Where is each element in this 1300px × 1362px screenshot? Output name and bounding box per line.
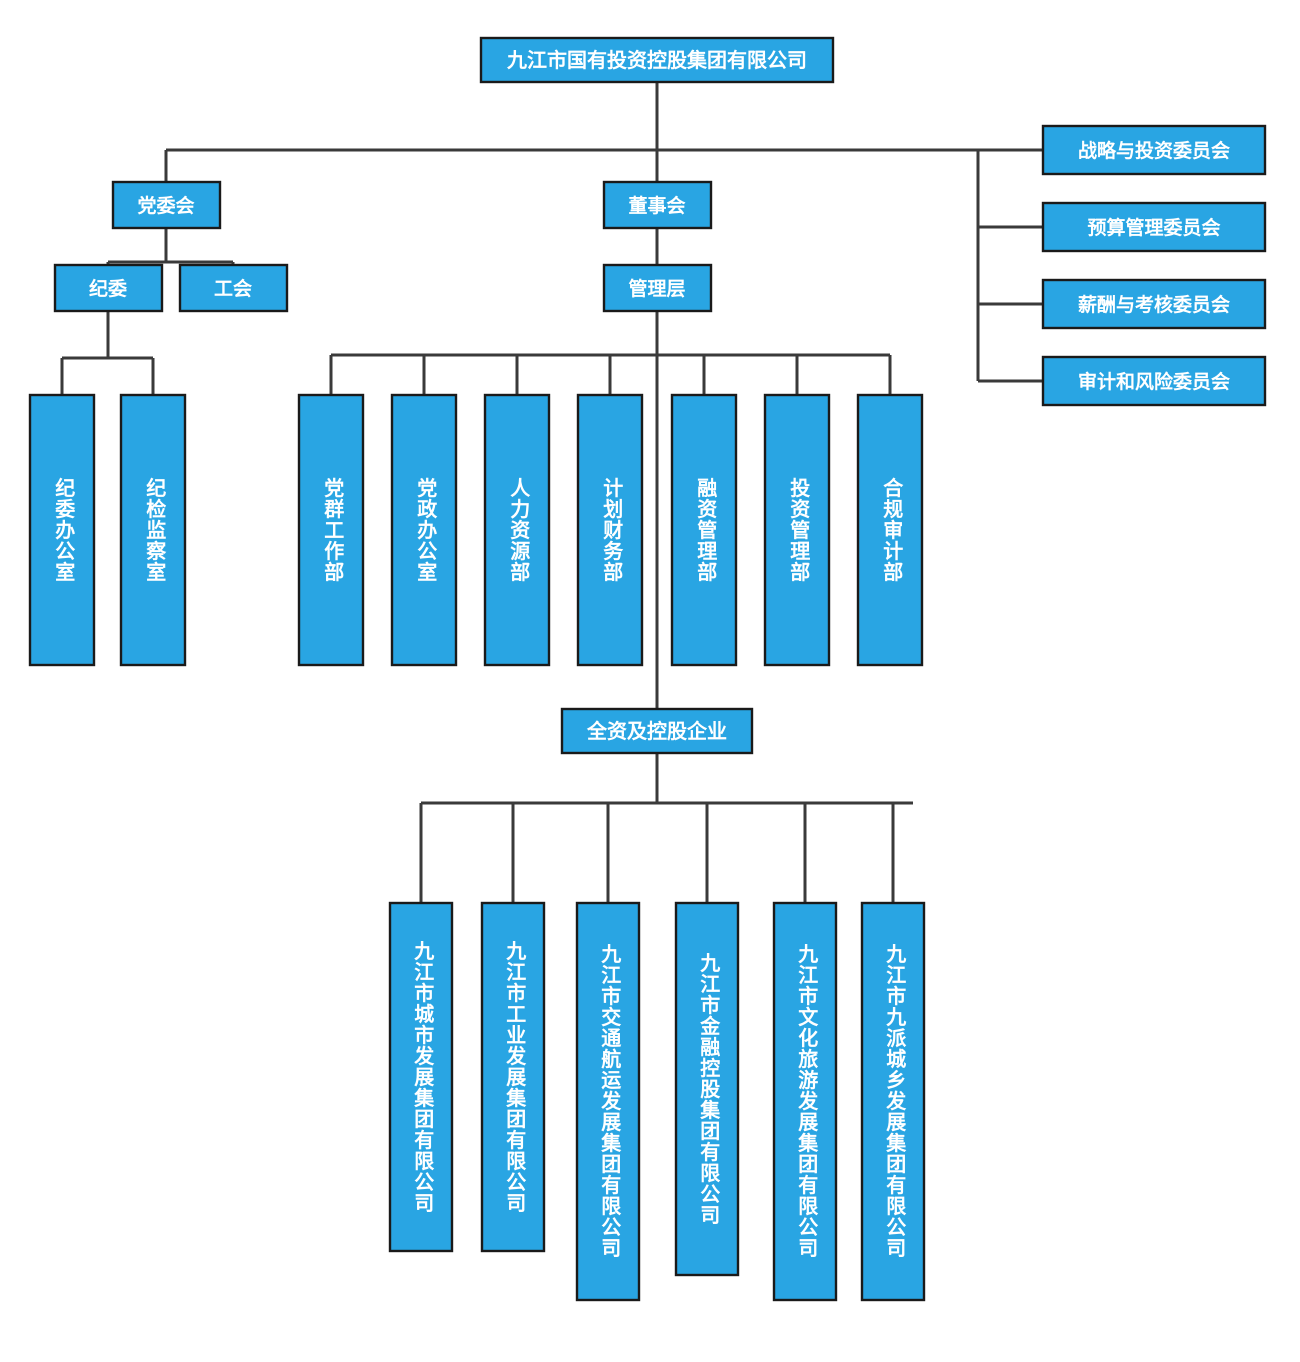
node-committee-budget-management[interactable]: 预算管理委员会 bbox=[1041, 201, 1267, 253]
department-box-1[interactable] bbox=[297, 393, 365, 667]
subsidiary-box-3[interactable] bbox=[575, 901, 641, 1302]
subsidiary-label-2: 九江市工业发展集团有限公司 bbox=[503, 940, 527, 1213]
node-committee-compensation-appraisal[interactable]: 薪酬与考核委员会 bbox=[1041, 278, 1267, 330]
node-committee-audit-risk[interactable]: 审计和风险委员会 bbox=[1041, 355, 1267, 407]
discipline-box[interactable] bbox=[53, 263, 164, 313]
committee-box-1[interactable] bbox=[1041, 124, 1267, 176]
node-department-investment-management[interactable]: 投资管理部 bbox=[763, 393, 831, 667]
department-label-6: 投资管理部 bbox=[787, 476, 810, 582]
node-department-party-mass-work[interactable]: 党群工作部 bbox=[297, 393, 365, 667]
subsidiary-box-6[interactable] bbox=[860, 901, 926, 1302]
root-box[interactable] bbox=[479, 36, 835, 84]
committee-label-3: 薪酬与考核委员会 bbox=[1078, 293, 1230, 316]
subsidiary-box-2[interactable] bbox=[480, 901, 546, 1253]
node-board-of-directors[interactable]: 董事会 bbox=[602, 180, 713, 230]
node-subsidiary-jiupai-urban-rural[interactable]: 九江市九派城乡发展集团有限公司 bbox=[860, 901, 926, 1302]
subsidiary-box-1[interactable] bbox=[388, 901, 454, 1253]
node-party-committee[interactable]: 党委会 bbox=[111, 180, 222, 230]
party-label: 党委会 bbox=[137, 194, 194, 217]
board-box[interactable] bbox=[602, 180, 713, 230]
node-labor-union[interactable]: 工会 bbox=[178, 263, 289, 313]
discipline-label: 纪委 bbox=[89, 277, 127, 300]
labor-union-box[interactable] bbox=[178, 263, 289, 313]
committee-box-2[interactable] bbox=[1041, 201, 1267, 253]
department-box-5[interactable] bbox=[670, 393, 738, 667]
node-discipline-committee[interactable]: 纪委 bbox=[53, 263, 164, 313]
node-department-planning-finance[interactable]: 计划财务部 bbox=[576, 393, 644, 667]
node-discipline-office[interactable]: 纪委办公室 bbox=[28, 393, 96, 667]
node-subsidiary-transport-shipping[interactable]: 九江市交通航运发展集团有限公司 bbox=[575, 901, 641, 1302]
node-inspection-office[interactable]: 纪检监察室 bbox=[119, 393, 187, 667]
board-label: 董事会 bbox=[628, 194, 685, 217]
department-box-4[interactable] bbox=[576, 393, 644, 667]
department-box-6[interactable] bbox=[763, 393, 831, 667]
department-label-2: 党政办公室 bbox=[414, 476, 437, 582]
committee-box-3[interactable] bbox=[1041, 278, 1267, 330]
node-subsidiaries-group[interactable]: 全资及控股企业 bbox=[560, 707, 754, 755]
root-label: 九江市国有投资控股集团有限公司 bbox=[506, 48, 807, 72]
node-department-financing-management[interactable]: 融资管理部 bbox=[670, 393, 738, 667]
department-label-5: 融资管理部 bbox=[694, 477, 717, 582]
department-label-7: 合规审计部 bbox=[880, 476, 903, 582]
node-subsidiary-industrial-development[interactable]: 九江市工业发展集团有限公司 bbox=[480, 901, 546, 1253]
node-management-layer[interactable]: 管理层 bbox=[602, 263, 713, 313]
committee-box-4[interactable] bbox=[1041, 355, 1267, 407]
subsidiary-label-4: 九江市金融控股集团有限公司 bbox=[697, 952, 721, 1225]
subsidiary-box-4[interactable] bbox=[674, 901, 740, 1277]
node-department-human-resources[interactable]: 人力资源部 bbox=[483, 393, 551, 667]
node-committee-strategy-investment[interactable]: 战略与投资委员会 bbox=[1041, 124, 1267, 176]
department-box-3[interactable] bbox=[483, 393, 551, 667]
management-label: 管理层 bbox=[628, 277, 685, 300]
node-subsidiary-city-development[interactable]: 九江市城市发展集团有限公司 bbox=[388, 901, 454, 1253]
subsidiary-label-3: 九江市交通航运发展集团有限公司 bbox=[598, 943, 622, 1258]
department-box-7[interactable] bbox=[856, 393, 924, 667]
party-box[interactable] bbox=[111, 180, 222, 230]
subsidiaries-group-box[interactable] bbox=[560, 707, 754, 755]
committee-label-1: 战略与投资委员会 bbox=[1078, 139, 1230, 162]
node-department-compliance-audit[interactable]: 合规审计部 bbox=[856, 393, 924, 667]
inspection-office-box[interactable] bbox=[119, 393, 187, 667]
committee-label-2: 预算管理委员会 bbox=[1087, 216, 1220, 239]
node-subsidiary-culture-tourism[interactable]: 九江市文化旅游发展集团有限公司 bbox=[772, 901, 838, 1302]
department-label-3: 人力资源部 bbox=[507, 477, 530, 582]
node-root[interactable]: 九江市国有投资控股集团有限公司 bbox=[479, 36, 835, 84]
department-label-4: 计划财务部 bbox=[600, 477, 623, 582]
subsidiary-label-1: 九江市城市发展集团有限公司 bbox=[411, 940, 435, 1213]
discipline-office-label: 纪委办公室 bbox=[52, 476, 76, 582]
management-box[interactable] bbox=[602, 263, 713, 313]
labor-union-label: 工会 bbox=[214, 277, 252, 300]
connector-lines bbox=[60, 82, 1043, 903]
committee-label-4: 审计和风险委员会 bbox=[1078, 370, 1230, 393]
node-subsidiary-financial-holding[interactable]: 九江市金融控股集团有限公司 bbox=[674, 901, 740, 1277]
discipline-office-box[interactable] bbox=[28, 393, 96, 667]
subsidiary-label-5: 九江市文化旅游发展集团有限公司 bbox=[795, 943, 819, 1258]
department-box-2[interactable] bbox=[390, 393, 458, 667]
subsidiary-label-6: 九江市九派城乡发展集团有限公司 bbox=[883, 943, 907, 1258]
inspection-office-label: 纪检监察室 bbox=[143, 476, 166, 582]
subsidiary-box-5[interactable] bbox=[772, 901, 838, 1302]
node-department-party-admin-office[interactable]: 党政办公室 bbox=[390, 393, 458, 667]
department-label-1: 党群工作部 bbox=[321, 476, 345, 582]
subsidiaries-group-label: 全资及控股企业 bbox=[586, 719, 727, 743]
